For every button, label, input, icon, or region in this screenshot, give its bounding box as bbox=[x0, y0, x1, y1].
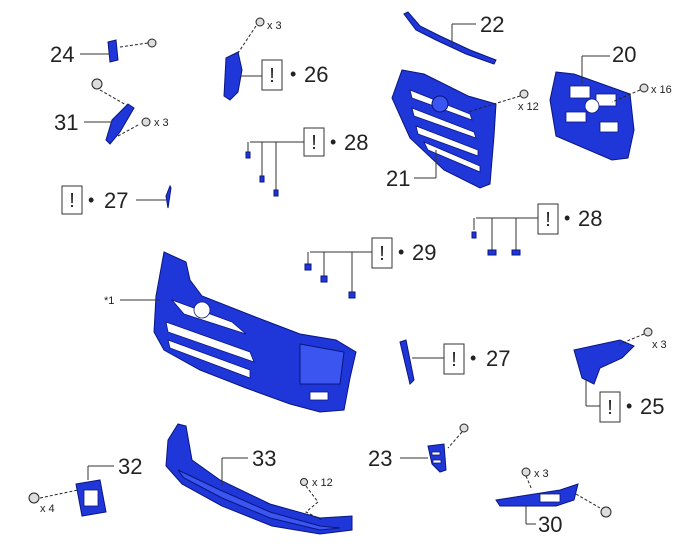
ref-1: *1 bbox=[104, 295, 114, 307]
screw-icon bbox=[141, 117, 151, 127]
caution-icon: ! bbox=[379, 243, 385, 265]
part-21-grille: x 12 21 bbox=[386, 69, 539, 191]
caution-icon: ! bbox=[451, 349, 457, 371]
qty-26: x 3 bbox=[267, 20, 282, 32]
part-31-bracket: x 3 31 bbox=[54, 78, 169, 145]
caution-icon: ! bbox=[607, 397, 613, 419]
part-27-strip-left: ! • 27 bbox=[61, 184, 172, 215]
caution-icon: ! bbox=[311, 132, 317, 154]
caution-box bbox=[261, 59, 283, 91]
part-25-bracket: x 3 ! • 25 bbox=[573, 327, 667, 423]
part-bumper-cover: *1 bbox=[104, 251, 357, 413]
callout-28-upper: 28 bbox=[344, 130, 368, 155]
part-29-clips: ! • 29 bbox=[304, 237, 436, 299]
part-30-garnish: x 3 30 bbox=[495, 467, 612, 537]
callout-22: 22 bbox=[480, 12, 504, 37]
qty-21: x 12 bbox=[518, 101, 539, 113]
screw-icon bbox=[255, 17, 265, 27]
caution-box bbox=[371, 237, 393, 269]
bullet: • bbox=[470, 348, 476, 368]
callout-31: 31 bbox=[54, 110, 78, 135]
qty-31: x 3 bbox=[154, 117, 169, 129]
qty-25: x 3 bbox=[652, 339, 667, 351]
callout-26: 26 bbox=[304, 62, 328, 87]
screw-icon bbox=[147, 38, 157, 48]
caution-icon: ! bbox=[269, 65, 275, 87]
qty-32: x 4 bbox=[40, 503, 55, 515]
qty-20: x 16 bbox=[651, 84, 672, 96]
bullet: • bbox=[88, 190, 94, 210]
part-32-bracket: x 4 32 bbox=[28, 454, 142, 517]
qty-33: x 12 bbox=[312, 477, 333, 489]
callout-28-right: 28 bbox=[578, 206, 602, 231]
caution-box bbox=[443, 343, 465, 375]
callout-23: 23 bbox=[368, 446, 392, 471]
callout-20: 20 bbox=[612, 42, 636, 67]
callout-25: 25 bbox=[640, 394, 664, 419]
callout-29: 29 bbox=[412, 240, 436, 265]
screw-icon bbox=[639, 83, 649, 93]
screw-icon bbox=[600, 506, 612, 518]
part-24-bracket: 24 bbox=[50, 38, 157, 67]
caution-box bbox=[61, 185, 83, 215]
part-28-clips-upper: ! • 28 bbox=[245, 127, 368, 197]
screw-icon bbox=[28, 492, 40, 504]
screw-icon bbox=[643, 327, 653, 337]
bullet: • bbox=[564, 208, 570, 228]
callout-32: 32 bbox=[118, 454, 142, 479]
screw-icon bbox=[459, 423, 469, 433]
part-26-bracket: x 3 ! • 26 bbox=[223, 17, 328, 101]
bullet: • bbox=[398, 242, 404, 262]
callout-21: 21 bbox=[386, 166, 410, 191]
part-28-clips-right: ! • 28 bbox=[471, 203, 602, 256]
screw-icon bbox=[300, 478, 308, 486]
caution-box bbox=[303, 127, 325, 157]
callout-33: 33 bbox=[252, 446, 276, 471]
callout-27-mid: 27 bbox=[486, 346, 510, 371]
caution-icon: ! bbox=[545, 209, 551, 231]
bullet: • bbox=[290, 64, 296, 84]
part-23-piece: 23 bbox=[368, 423, 469, 473]
callout-24: 24 bbox=[50, 42, 74, 67]
caution-box bbox=[599, 391, 621, 423]
screw-icon bbox=[519, 89, 529, 99]
part-33-lower-bumper: 33 x 12 bbox=[165, 423, 353, 535]
part-20-frame: x 16 20 bbox=[549, 42, 672, 161]
bullet: • bbox=[626, 396, 632, 416]
callout-30: 30 bbox=[538, 512, 562, 537]
qty-30: x 3 bbox=[534, 468, 549, 480]
part-27-strip-mid: ! • 27 bbox=[399, 339, 510, 385]
part-22-molding: 22 bbox=[403, 11, 504, 65]
screw-icon bbox=[521, 467, 531, 477]
caution-box bbox=[537, 203, 559, 235]
callout-27-left: 27 bbox=[104, 188, 128, 213]
bullet: • bbox=[330, 132, 336, 152]
caution-icon: ! bbox=[69, 190, 75, 212]
screw-icon bbox=[91, 78, 103, 90]
